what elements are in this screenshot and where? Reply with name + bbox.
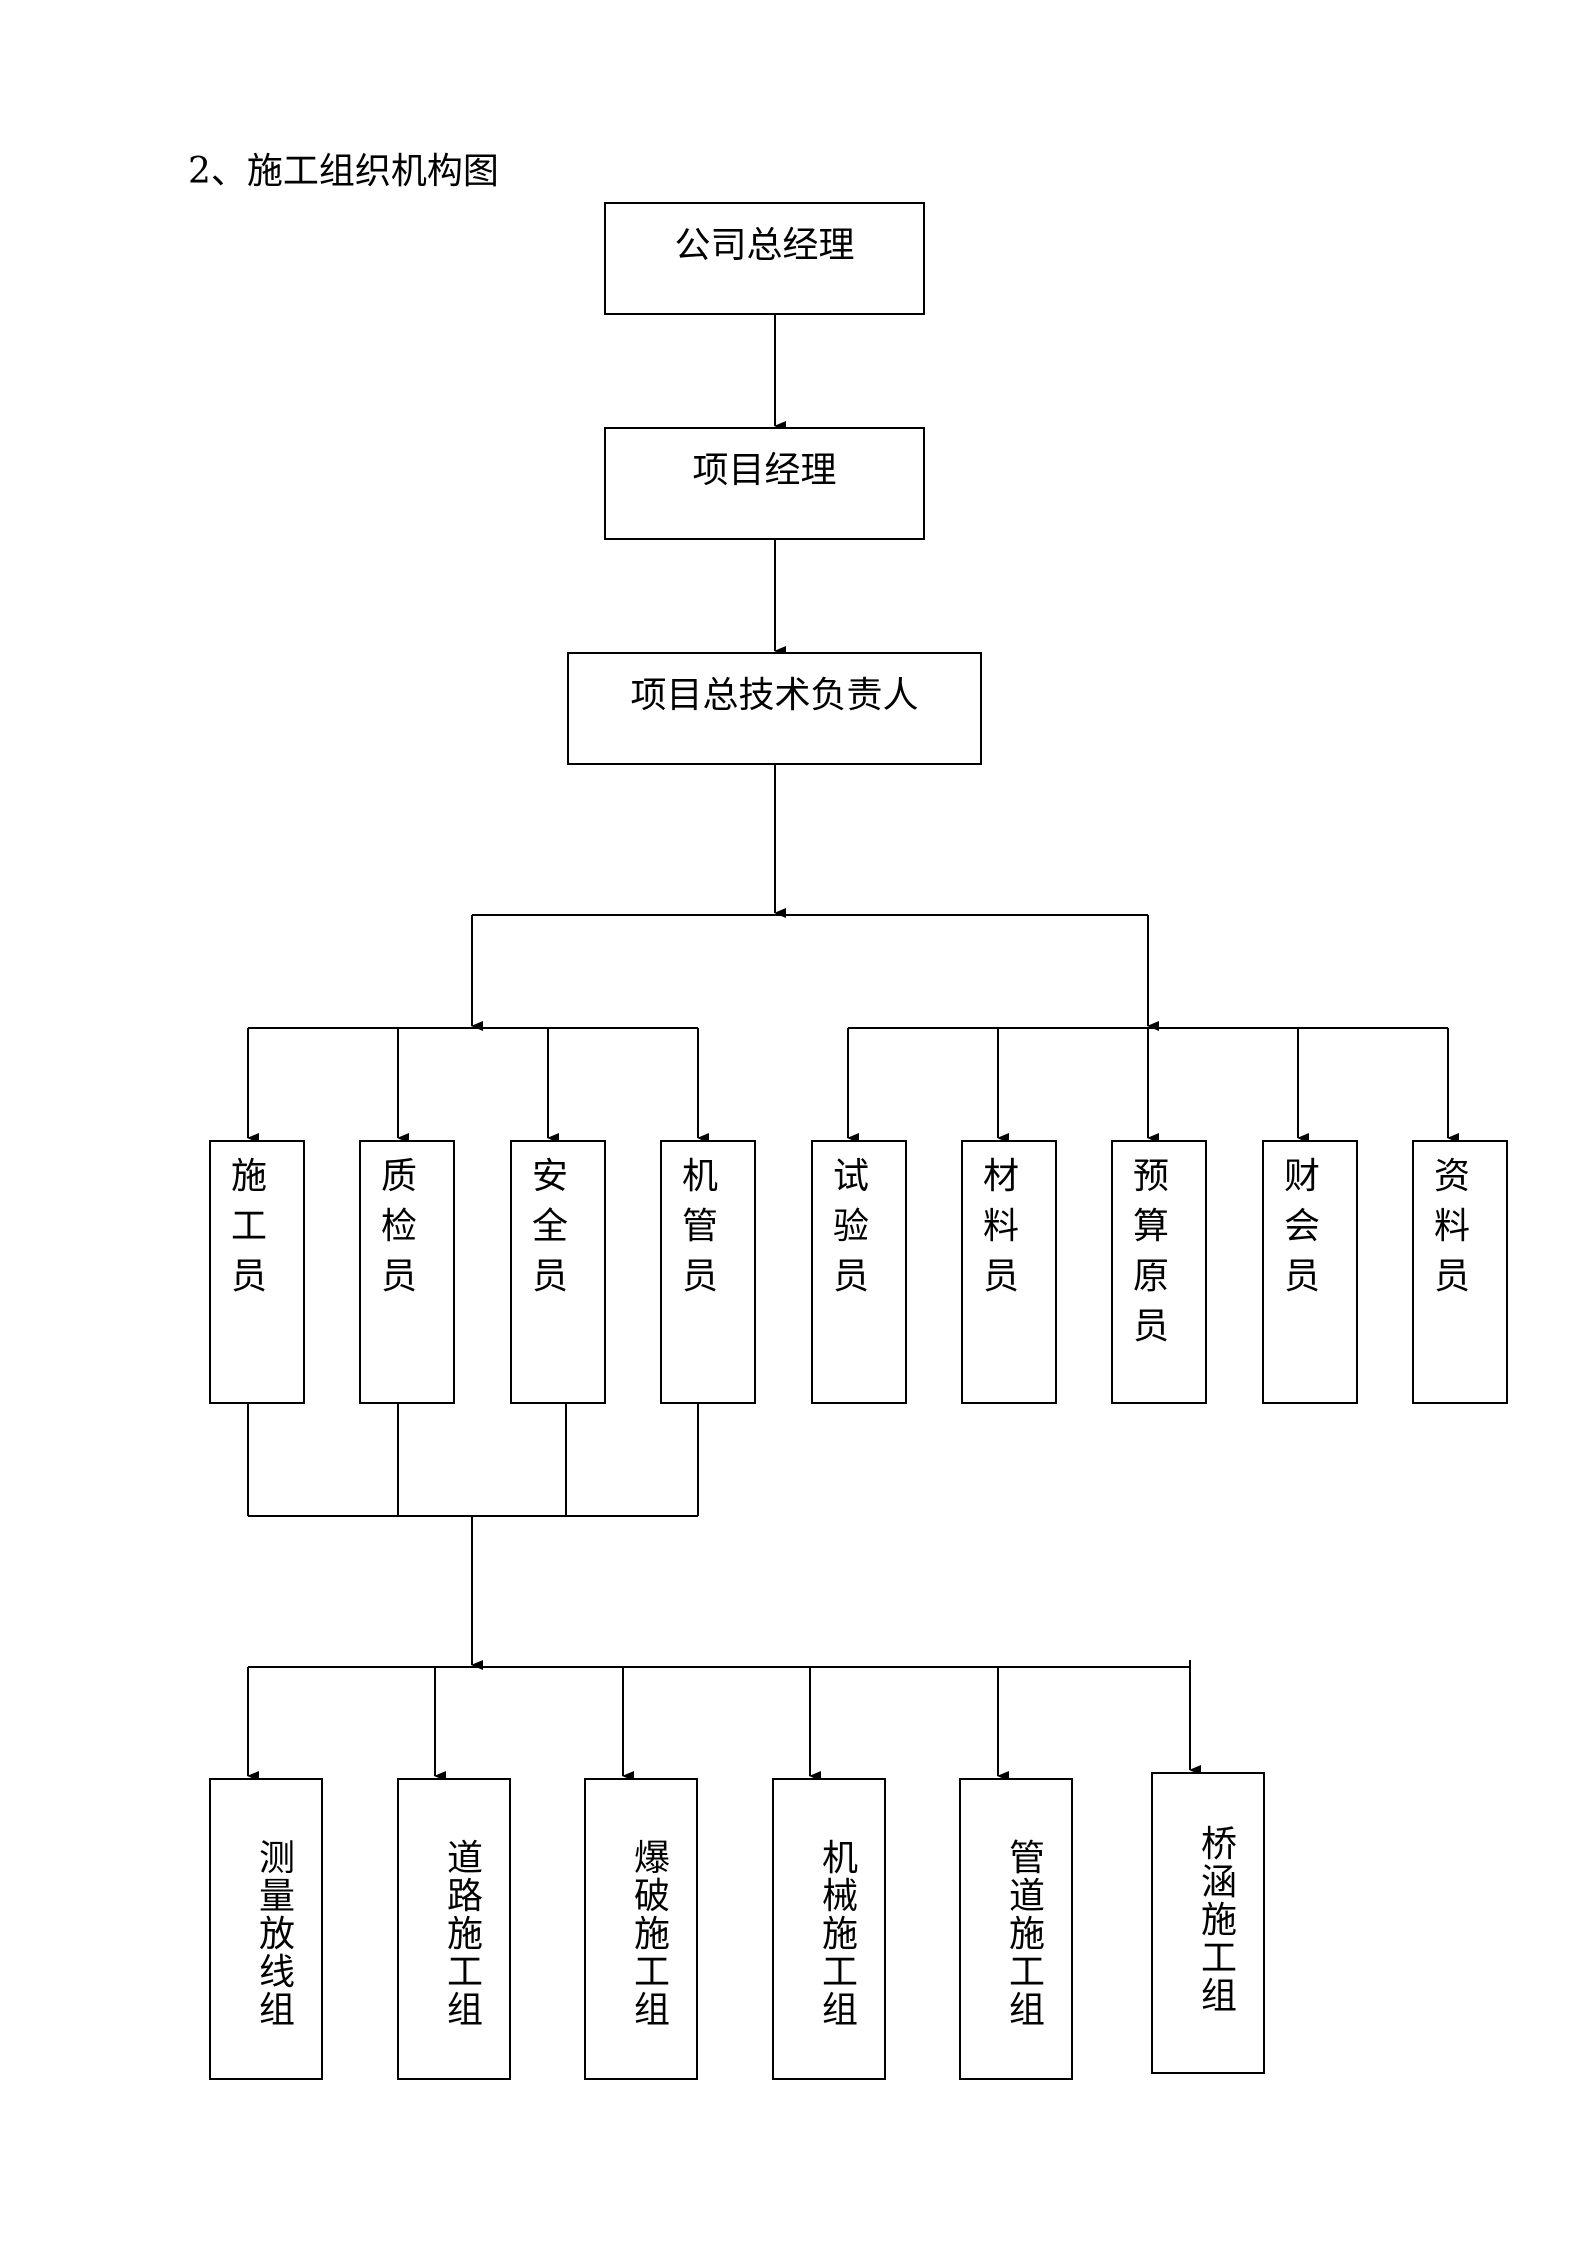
team-label: 桥涵施工组 <box>1201 1824 1238 2017</box>
staff-box: 预算原员 <box>1111 1140 1207 1404</box>
staff-box: 财会员 <box>1262 1140 1358 1404</box>
staff-label: 施工员 <box>231 1156 268 1297</box>
team-label: 爆破施工组 <box>634 1838 671 2031</box>
staff-box: 材料员 <box>961 1140 1057 1404</box>
staff-label: 机管员 <box>682 1156 719 1297</box>
staff-box: 施工员 <box>209 1140 305 1404</box>
staff-label: 安全员 <box>532 1156 569 1297</box>
staff-label: 资料员 <box>1434 1156 1471 1297</box>
staff-label: 试验员 <box>833 1156 870 1297</box>
company-gm-label: 公司总经理 <box>674 225 855 266</box>
team-box: 桥涵施工组 <box>1151 1772 1265 2074</box>
staff-label: 材料员 <box>983 1156 1020 1297</box>
company-gm-box: 公司总经理 <box>604 202 925 315</box>
team-label: 道路施工组 <box>447 1838 484 2031</box>
staff-box: 机管员 <box>660 1140 756 1404</box>
staff-box: 资料员 <box>1412 1140 1508 1404</box>
staff-label: 预算原员 <box>1133 1156 1170 1347</box>
staff-box: 质检员 <box>359 1140 455 1404</box>
staff-label: 质检员 <box>381 1156 418 1297</box>
staff-box: 安全员 <box>510 1140 606 1404</box>
team-label: 管道施工组 <box>1009 1838 1046 2031</box>
team-box: 爆破施工组 <box>584 1778 698 2080</box>
staff-label: 财会员 <box>1284 1156 1321 1297</box>
team-box: 管道施工组 <box>959 1778 1073 2080</box>
team-label: 机械施工组 <box>822 1838 859 2031</box>
team-box: 机械施工组 <box>772 1778 886 2080</box>
team-label: 测量放线组 <box>259 1838 296 2031</box>
chief-engineer-box: 项目总技术负责人 <box>567 652 982 765</box>
page-title: 2、施工组织机构图 <box>188 151 499 192</box>
project-manager-box: 项目经理 <box>604 427 925 540</box>
team-box: 测量放线组 <box>209 1778 323 2080</box>
team-box: 道路施工组 <box>397 1778 511 2080</box>
staff-box: 试验员 <box>811 1140 907 1404</box>
chief-engineer-label: 项目总技术负责人 <box>630 675 919 716</box>
project-manager-label: 项目经理 <box>692 450 837 491</box>
